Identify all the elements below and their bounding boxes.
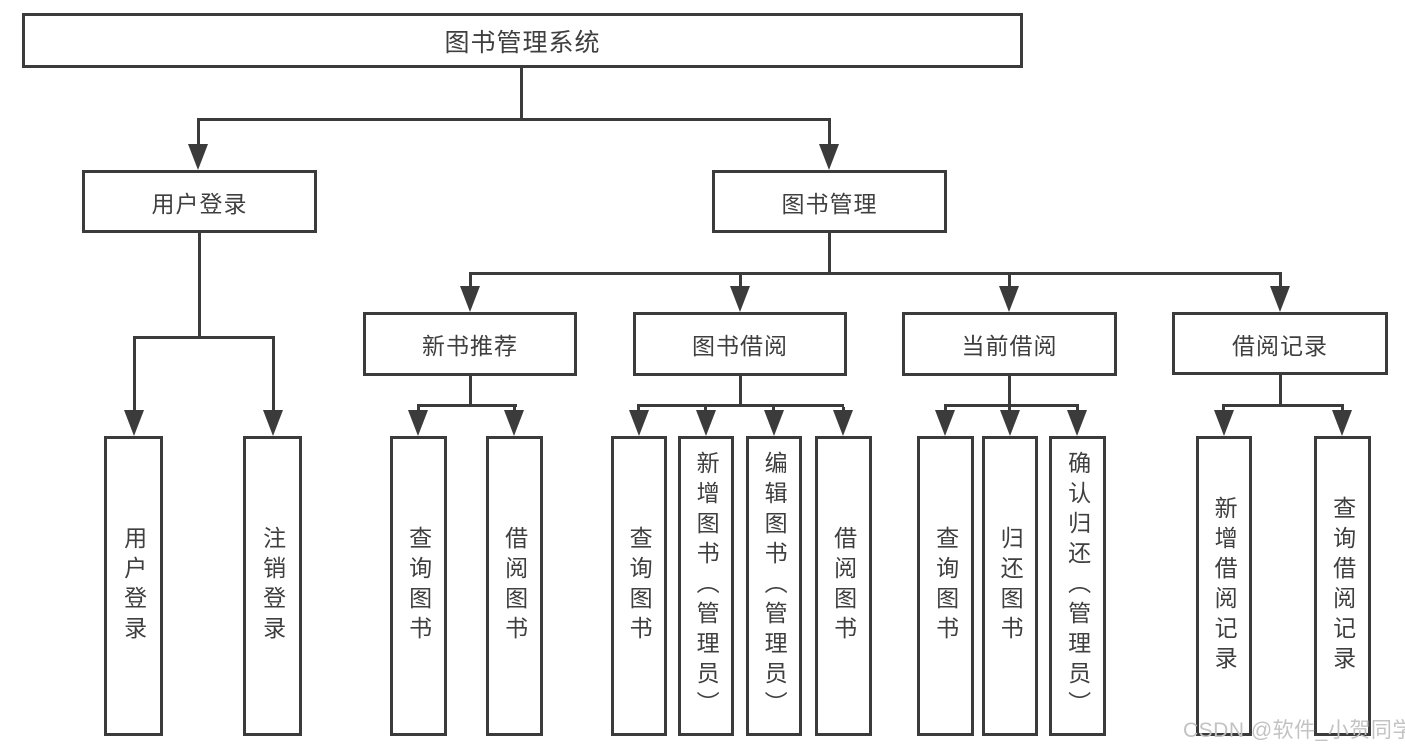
connector-line xyxy=(198,233,201,337)
leaf-label: 注销登录 xyxy=(259,526,286,646)
leaf-logout: 注销登录 xyxy=(243,436,302,736)
leaf-label: 借阅图书 xyxy=(501,526,528,646)
node-book-borrow: 图书借阅 xyxy=(633,312,847,376)
arrow-down-icon xyxy=(1067,410,1087,436)
connector-line xyxy=(513,407,516,412)
arrow-down-icon xyxy=(1214,410,1234,436)
connector-line xyxy=(1222,404,1344,407)
leaf-label: 查询图书 xyxy=(405,526,432,646)
connector-line xyxy=(1279,275,1282,288)
leaf-label: 用户登录 xyxy=(120,526,147,646)
connector-line xyxy=(417,407,420,412)
arrow-down-icon xyxy=(935,410,955,436)
arrow-down-icon xyxy=(696,410,716,436)
leaf-user-login: 用户登录 xyxy=(104,436,163,736)
connector-line xyxy=(1008,407,1011,412)
leaf-add-borrow-record: 新增借阅记录 xyxy=(1196,436,1252,736)
leaf-query-borrow-record: 查询借阅记录 xyxy=(1314,436,1371,736)
leaf-label: 查询图书 xyxy=(626,526,653,646)
leaf-label: 查询图书 xyxy=(932,526,959,646)
leaf-label: 归还图书 xyxy=(997,526,1024,646)
arrow-down-icon xyxy=(408,410,428,436)
arrow-down-icon xyxy=(1270,286,1290,312)
leaf-return-book: 归还图书 xyxy=(982,436,1038,736)
connector-line xyxy=(417,404,517,407)
connector-line xyxy=(637,404,844,407)
node-label: 图书管理系统 xyxy=(444,28,601,57)
arrow-down-icon xyxy=(263,410,283,436)
connector-line xyxy=(133,336,275,339)
connector-line xyxy=(637,407,640,412)
connector-line xyxy=(739,376,742,407)
node-user-login: 用户登录 xyxy=(82,170,317,233)
arrow-down-icon xyxy=(1000,410,1020,436)
node-current-borrow: 当前借阅 xyxy=(902,312,1117,376)
connector-line xyxy=(197,121,200,146)
leaf-confirm-return-admin: 确认归还（管理员） xyxy=(1049,436,1106,736)
leaf-label: 查询借阅记录 xyxy=(1329,496,1356,676)
connector-line xyxy=(772,407,775,412)
connector-line xyxy=(133,339,136,412)
connector-line xyxy=(469,272,1282,275)
arrow-down-icon xyxy=(819,144,839,170)
node-label: 当前借阅 xyxy=(961,333,1058,359)
connector-line xyxy=(1222,407,1225,412)
arrow-down-icon xyxy=(833,410,853,436)
connector-line xyxy=(704,407,707,412)
arrow-down-icon xyxy=(124,410,144,436)
connector-line xyxy=(1341,407,1344,412)
node-label: 新书推荐 xyxy=(422,333,518,359)
connector-line xyxy=(272,339,275,412)
leaf-borrow-books-borrow: 借阅图书 xyxy=(815,436,872,736)
connector-line xyxy=(1076,407,1079,412)
arrow-down-icon xyxy=(629,410,649,436)
leaf-label: 确认归还（管理员） xyxy=(1064,451,1091,721)
connector-line xyxy=(520,68,523,121)
node-root: 图书管理系统 xyxy=(22,13,1023,68)
csdn-watermark: CSDN @软件_小贺同学 xyxy=(1183,719,1405,742)
arrow-down-icon xyxy=(188,144,208,170)
leaf-query-books-borrow: 查询图书 xyxy=(611,436,667,736)
node-label: 用户登录 xyxy=(151,190,248,217)
node-book-management: 图书管理 xyxy=(712,170,947,233)
leaf-label: 新增图书（管理员） xyxy=(693,451,720,721)
connector-line xyxy=(1008,275,1011,288)
connector-line xyxy=(944,407,947,412)
connector-line xyxy=(469,376,472,407)
arrow-down-icon xyxy=(730,286,750,312)
arrow-down-icon xyxy=(999,286,1019,312)
node-label: 图书借阅 xyxy=(692,333,788,359)
leaf-edit-book-admin: 编辑图书（管理员） xyxy=(746,436,802,736)
connector-line xyxy=(944,404,1079,407)
arrow-down-icon xyxy=(1332,410,1352,436)
leaf-label: 借阅图书 xyxy=(830,526,857,646)
leaf-label: 编辑图书（管理员） xyxy=(761,451,788,721)
leaf-label: 新增借阅记录 xyxy=(1211,496,1238,676)
leaf-borrow-books-recommend: 借阅图书 xyxy=(486,436,543,736)
arrow-down-icon xyxy=(460,286,480,312)
connector-line xyxy=(1008,376,1011,407)
node-label: 借阅记录 xyxy=(1232,332,1328,359)
leaf-query-books-current: 查询图书 xyxy=(917,436,974,736)
connector-line xyxy=(197,118,831,121)
connector-line xyxy=(828,121,831,146)
connector-line xyxy=(469,275,472,288)
arrow-down-icon xyxy=(764,410,784,436)
connector-line xyxy=(739,275,742,288)
node-label: 图书管理 xyxy=(781,190,878,217)
leaf-query-books-recommend: 查询图书 xyxy=(390,436,447,736)
node-new-book-recommend: 新书推荐 xyxy=(363,312,577,376)
connector-line xyxy=(1279,375,1282,407)
connector-line xyxy=(842,407,845,412)
arrow-down-icon xyxy=(504,410,524,436)
connector-line xyxy=(828,233,831,274)
node-borrow-records: 借阅记录 xyxy=(1172,312,1388,375)
leaf-add-book-admin: 新增图书（管理员） xyxy=(678,436,734,736)
